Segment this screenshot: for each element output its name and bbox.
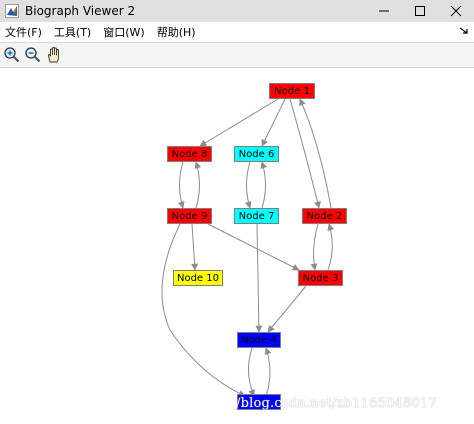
maximize-button[interactable] xyxy=(402,0,438,22)
graph-node-7[interactable]: Node 7 xyxy=(234,208,279,224)
menu-help[interactable]: 帮助(H) xyxy=(156,26,196,39)
zoom-in-icon xyxy=(4,47,20,63)
pan-hand-icon xyxy=(47,47,59,63)
graph-node-8[interactable]: Node 8 xyxy=(167,146,212,162)
zoom-in-button[interactable] xyxy=(2,45,22,65)
menu-tools[interactable]: 工具(T) xyxy=(53,26,92,39)
graph-node-5[interactable] xyxy=(237,394,281,410)
close-button[interactable] xyxy=(438,0,474,22)
menu-file[interactable]: 文件(F) xyxy=(5,26,42,39)
menu-bar: 文件(F) 工具(T) 窗口(W) 帮助(H) xyxy=(0,22,474,42)
dock-arrow-icon[interactable] xyxy=(458,25,470,37)
zoom-out-icon xyxy=(25,47,41,63)
graph-node-1[interactable]: Node 1 xyxy=(269,83,315,99)
csdn-watermark: /blog.csdn.net/zb1165048017 xyxy=(236,396,437,411)
graph-node-10[interactable]: Node 10 xyxy=(173,270,223,286)
matlab-app-icon xyxy=(5,4,19,18)
graph-canvas[interactable] xyxy=(0,67,474,424)
pan-button[interactable] xyxy=(44,45,64,65)
maximize-icon xyxy=(415,6,425,16)
menu-window[interactable]: 窗口(W) xyxy=(103,26,145,39)
graph-node-3[interactable]: Node 3 xyxy=(298,270,343,286)
graph-node-9[interactable]: Node 9 xyxy=(167,208,212,224)
minimize-button[interactable] xyxy=(366,0,402,22)
title-bar: Biograph Viewer 2 xyxy=(0,0,474,22)
toolbar xyxy=(0,42,474,68)
graph-node-6[interactable]: Node 6 xyxy=(234,146,279,162)
window-title: Biograph Viewer 2 xyxy=(25,4,136,18)
minimize-icon xyxy=(379,10,389,12)
zoom-out-button[interactable] xyxy=(23,45,43,65)
graph-node-2[interactable]: Node 2 xyxy=(302,208,347,224)
close-icon xyxy=(450,5,462,17)
graph-node-4[interactable]: Node 4 xyxy=(237,332,281,348)
